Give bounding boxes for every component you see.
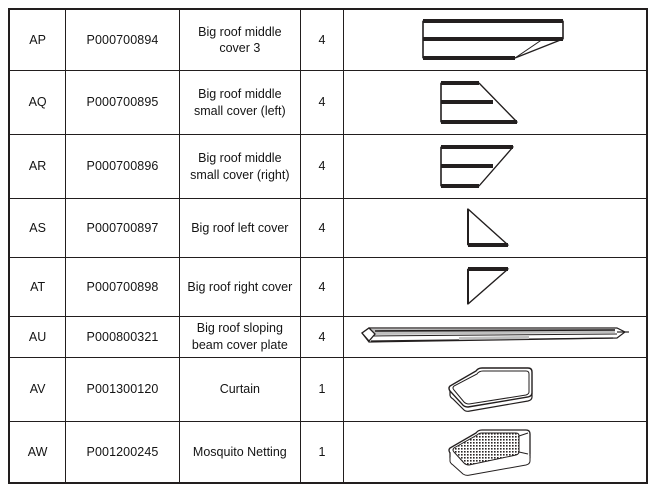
drawing-wrapper	[346, 358, 644, 421]
quantity-label: 1	[318, 444, 326, 459]
table-row[interactable]: AQ P000700895 Big roof middle small cove…	[10, 70, 646, 136]
drawing-wrapper	[346, 199, 644, 257]
cell-description: Big roof right cover	[178, 256, 301, 317]
description-label: Curtain	[219, 382, 260, 397]
cell-drawing	[343, 197, 646, 258]
part-code-label: P000700894	[86, 32, 159, 47]
table-row[interactable]: AV P001300120 Curtain 1	[10, 356, 646, 422]
description-label: Mosquito Netting	[192, 444, 287, 459]
cell-drawing	[343, 356, 646, 422]
cell-part-code: P000700897	[65, 197, 180, 258]
table-row[interactable]: AP P000700894 Big roof middle cover 3 4	[10, 10, 646, 72]
table-row[interactable]: AW P001200245 Mosquito Netting 1	[10, 420, 646, 482]
table-row[interactable]: AU P000800321 Big roof sloping beam cove…	[10, 315, 646, 358]
ref-label: AT	[30, 279, 46, 294]
part-code-label: P000700896	[86, 159, 159, 174]
cell-drawing	[343, 315, 646, 358]
cell-part-code: P000700895	[65, 70, 180, 136]
cell-ref: AR	[10, 134, 67, 199]
big-roof-right-cover-icon	[467, 266, 510, 306]
ref-label: AR	[28, 159, 47, 174]
big-roof-left-cover-icon	[467, 207, 510, 247]
description-label: Big roof left cover	[191, 220, 289, 235]
cell-part-code: P001200245	[65, 420, 180, 482]
drawing-wrapper	[346, 422, 644, 482]
cell-drawing	[343, 70, 646, 136]
quantity-label: 4	[318, 159, 326, 174]
cell-description: Mosquito Netting	[178, 420, 301, 482]
description-label: Big roof middle cover 3	[198, 24, 282, 56]
cell-description: Big roof left cover	[178, 197, 301, 258]
cell-ref: AW	[10, 420, 67, 482]
description-label: Big roof middle small cover (right)	[190, 151, 290, 182]
big-roof-middle-small-cover-left-icon	[440, 80, 519, 124]
cell-part-code: P000700896	[65, 134, 180, 199]
cell-quantity: 4	[299, 256, 345, 317]
quantity-label: 4	[318, 220, 326, 235]
part-code-label: P001300120	[86, 382, 159, 397]
description-label: Big roof middle small cover (left)	[193, 87, 286, 118]
cell-ref: AV	[10, 356, 67, 422]
quantity-label: 4	[318, 329, 326, 344]
quantity-label: 4	[318, 32, 326, 47]
cell-part-code: P000800321	[65, 315, 180, 358]
cell-ref: AQ	[10, 70, 67, 136]
cell-part-code: P000700898	[65, 256, 180, 317]
ref-label: AQ	[28, 95, 47, 110]
mosquito-netting-icon	[448, 429, 531, 476]
cell-quantity: 1	[299, 356, 345, 422]
ref-label: AV	[29, 382, 46, 397]
part-code-label: P000800321	[86, 329, 159, 344]
cell-drawing	[343, 134, 646, 199]
ref-label: AP	[29, 32, 46, 47]
sloping-beam-cover-plate-icon	[361, 327, 630, 343]
big-roof-middle-cover-3-icon	[422, 19, 564, 61]
cell-part-code: P001300120	[65, 356, 180, 422]
quantity-label: 1	[318, 382, 326, 397]
cell-description: Big roof sloping beam cover plate	[178, 315, 301, 358]
curtain-icon	[448, 367, 533, 413]
parts-table-container: AP P000700894 Big roof middle cover 3 4	[8, 8, 648, 484]
cell-quantity: 4	[299, 70, 345, 136]
cell-ref: AP	[10, 10, 67, 72]
drawing-wrapper	[346, 71, 644, 134]
cell-description: Big roof middle cover 3	[178, 10, 301, 72]
quantity-label: 4	[318, 95, 326, 110]
description-label: Big roof right cover	[187, 279, 293, 294]
cell-ref: AU	[10, 315, 67, 358]
cell-drawing	[343, 256, 646, 317]
cell-description: Curtain	[178, 356, 301, 422]
big-roof-middle-small-cover-right-icon	[440, 144, 515, 188]
part-code-label: P000700897	[86, 220, 159, 235]
table-row[interactable]: AR P000700896 Big roof middle small cove…	[10, 134, 646, 199]
cell-description: Big roof middle small cover (left)	[178, 70, 301, 136]
quantity-label: 4	[318, 279, 326, 294]
description-label: Big roof sloping beam cover plate	[191, 321, 288, 352]
drawing-wrapper	[346, 317, 644, 357]
table-row[interactable]: AT P000700898 Big roof right cover 4	[10, 256, 646, 317]
part-code-label: P000700898	[86, 279, 159, 294]
cell-ref: AT	[10, 256, 67, 317]
cell-description: Big roof middle small cover (right)	[178, 134, 301, 199]
table-row[interactable]: AS P000700897 Big roof left cover 4	[10, 197, 646, 258]
cell-quantity: 1	[299, 420, 345, 482]
cell-quantity: 4	[299, 315, 345, 358]
cell-quantity: 4	[299, 10, 345, 72]
parts-table: AP P000700894 Big roof middle cover 3 4	[10, 10, 646, 482]
part-code-label: P001200245	[86, 444, 159, 459]
cell-drawing	[343, 10, 646, 72]
ref-label: AU	[28, 329, 47, 344]
cell-quantity: 4	[299, 134, 345, 199]
drawing-wrapper	[346, 135, 644, 198]
cell-ref: AS	[10, 197, 67, 258]
parts-table-body: AP P000700894 Big roof middle cover 3 4	[10, 10, 646, 482]
drawing-wrapper	[346, 10, 644, 70]
part-code-label: P000700895	[86, 95, 159, 110]
ref-label: AW	[27, 444, 48, 459]
cell-quantity: 4	[299, 197, 345, 258]
cell-drawing	[343, 420, 646, 482]
cell-part-code: P000700894	[65, 10, 180, 72]
drawing-wrapper	[346, 258, 644, 316]
ref-label: AS	[29, 220, 46, 235]
